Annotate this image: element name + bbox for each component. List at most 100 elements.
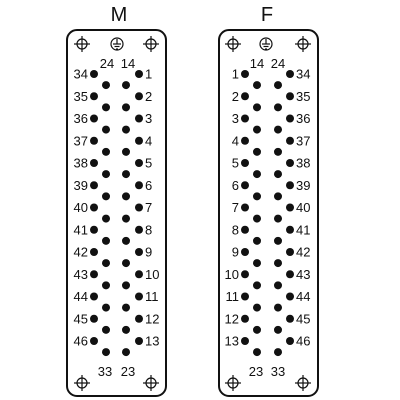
pin-contact — [274, 281, 282, 290]
pin-contact — [253, 81, 261, 90]
pin-label: 39 — [296, 178, 310, 193]
pin-contact — [122, 170, 130, 179]
crosshair-icon — [295, 375, 311, 391]
pin-contact — [102, 103, 110, 112]
pin-label: 5 — [232, 156, 239, 171]
pin-contact — [286, 159, 294, 167]
pin-contact — [253, 103, 261, 112]
pin-contact — [253, 281, 261, 290]
pin-label: 1 — [145, 67, 152, 82]
pin-label: 3 — [232, 111, 239, 126]
pin-contact — [286, 136, 294, 145]
pin-label: 42 — [74, 245, 88, 260]
pin-contact — [286, 270, 294, 279]
pin-contact — [241, 248, 249, 256]
pin-label: 11 — [145, 289, 159, 304]
pin-contact — [90, 270, 98, 279]
pin-contact — [102, 214, 110, 223]
pin-label: 36 — [296, 111, 310, 126]
pin-contact — [102, 170, 110, 179]
pin-label: 10 — [145, 267, 159, 282]
pin-contact — [274, 259, 282, 268]
connector-m: M 24 14 33 — [66, 4, 167, 397]
pin-label: 40 — [74, 200, 88, 215]
pin-contact — [90, 203, 98, 212]
pin-label: 24 — [100, 56, 114, 71]
pin-contact — [135, 159, 143, 167]
pin-array — [241, 70, 294, 357]
pin-contact — [274, 103, 282, 112]
pin-label: 6 — [145, 178, 152, 193]
pin-label: 45 — [296, 311, 310, 326]
pin-label: 14 — [250, 56, 264, 71]
pin-contact — [90, 70, 98, 78]
pin-label: 39 — [74, 178, 88, 193]
pin-label: 23 — [249, 364, 263, 379]
pin-contact — [253, 214, 261, 223]
pin-contact — [253, 348, 261, 357]
pin-contact — [241, 92, 249, 101]
pin-label: 33 — [98, 364, 112, 379]
pin-contact — [253, 147, 261, 156]
pin-contact — [241, 337, 249, 345]
pin-label: 8 — [232, 222, 239, 237]
pin-label: 24 — [271, 56, 285, 71]
pin-label: 14 — [121, 56, 135, 71]
pin-label: 34 — [74, 67, 88, 82]
pin-label: 6 — [232, 178, 239, 193]
pin-contact — [102, 81, 110, 90]
pin-contact — [102, 325, 110, 334]
pin-contact — [90, 337, 98, 345]
pin-contact — [241, 270, 249, 279]
pin-label: 44 — [296, 289, 310, 304]
pin-contact — [122, 325, 130, 334]
pin-label: 5 — [145, 156, 152, 171]
pin-contact — [135, 136, 143, 145]
pin-label: 9 — [232, 245, 239, 260]
pin-contact — [122, 214, 130, 223]
pin-contact — [122, 147, 130, 156]
pin-contact — [102, 303, 110, 312]
pin-label: 9 — [145, 245, 152, 260]
pin-contact — [274, 147, 282, 156]
pin-contact — [274, 214, 282, 223]
pin-contact — [286, 92, 294, 101]
pin-label: 35 — [74, 89, 88, 104]
pin-label: 1 — [232, 67, 239, 82]
pin-contact — [102, 281, 110, 290]
pin-contact — [102, 147, 110, 156]
pin-contact — [274, 192, 282, 201]
pin-contact — [253, 192, 261, 201]
pin-contact — [102, 125, 110, 134]
pin-contact — [241, 114, 249, 123]
pin-label: 35 — [296, 89, 310, 104]
pin-label: 37 — [296, 133, 310, 148]
pin-contact — [90, 136, 98, 145]
pin-contact — [253, 170, 261, 179]
pin-contact — [135, 292, 143, 301]
crosshair-icon — [143, 36, 159, 52]
pin-label: 41 — [74, 222, 88, 237]
pin-label: 8 — [145, 222, 152, 237]
pin-contact — [135, 70, 143, 78]
crosshair-icon — [225, 36, 241, 52]
pin-contact — [122, 192, 130, 201]
earth-ground-icon — [259, 37, 273, 51]
pin-contact — [286, 292, 294, 301]
pin-label: 12 — [225, 311, 239, 326]
crosshair-icon — [74, 36, 90, 52]
pin-array — [90, 70, 143, 357]
pin-contact — [241, 70, 249, 78]
pin-contact — [122, 281, 130, 290]
pin-contact — [135, 92, 143, 101]
connector-f-title: F — [261, 4, 273, 26]
pin-label: 7 — [145, 200, 152, 215]
pin-contact — [122, 103, 130, 112]
pin-contact — [135, 337, 143, 345]
pin-label: 13 — [225, 334, 239, 349]
pin-label: 38 — [296, 156, 310, 171]
